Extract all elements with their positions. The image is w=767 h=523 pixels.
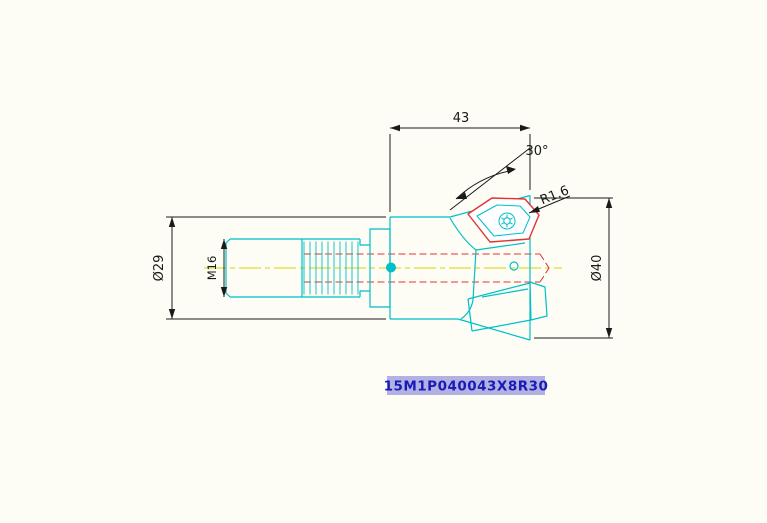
coolant-hole: [386, 262, 396, 273]
insert-screw: [498, 212, 516, 230]
drill-point-upper: [539, 253, 550, 269]
dim-length-43: 43: [389, 111, 531, 212]
dim-diameter40-label: Ø40: [590, 255, 605, 282]
drill-point-lower: [539, 267, 550, 283]
gash-lines: [449, 217, 526, 320]
part-number: 15M1P040043X8R30: [384, 376, 549, 395]
hidden-lines: [304, 253, 550, 283]
dim-thread-m16: M16: [205, 239, 228, 297]
face-hole: [509, 261, 519, 271]
insert-inner-edge: [476, 204, 531, 237]
thread-relief: [359, 239, 370, 297]
tool-geometry: [225, 194, 548, 341]
dim-angle-label: 30°: [525, 144, 548, 159]
part-number-highlight: [387, 376, 545, 395]
part-number-text[interactable]: 15M1P040043X8R30: [384, 379, 549, 395]
dim-thread-label: M16: [205, 256, 219, 281]
dim-angle-30: 30°: [449, 144, 549, 211]
insert: [467, 197, 540, 243]
dim-length-label: 43: [453, 111, 470, 126]
dim-diameter-29: Ø29: [152, 216, 386, 320]
shank: [225, 238, 370, 298]
dim-diameter29-label: Ø29: [152, 255, 167, 282]
thread-ticks: [303, 241, 359, 295]
bottom-pocket: [467, 281, 548, 332]
dim-diameter-40: Ø40: [534, 197, 613, 339]
